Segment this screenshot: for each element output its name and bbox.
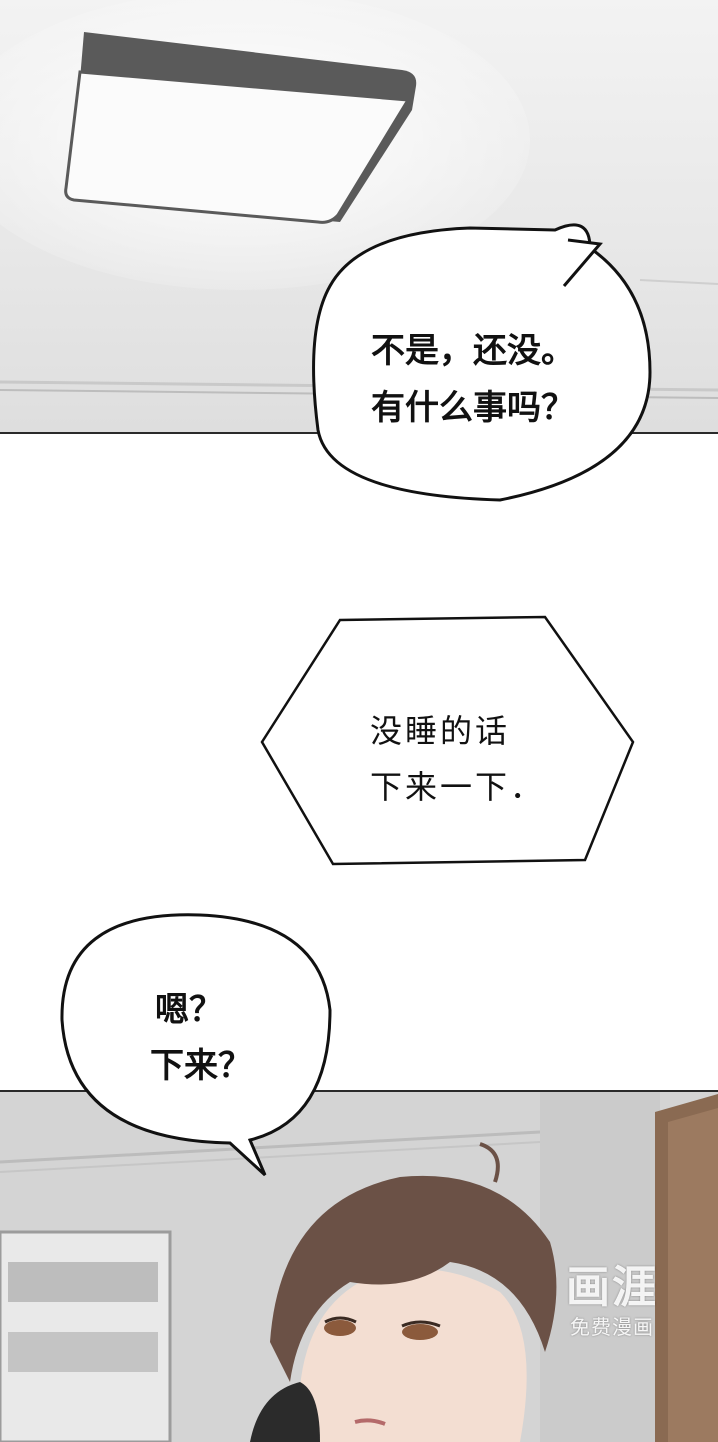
speech-bubble-top bbox=[312, 223, 652, 502]
watermark: 画涯 免费漫画 bbox=[566, 1262, 658, 1340]
narration-line2: 下来一下． bbox=[370, 768, 546, 806]
narration-box-middle bbox=[260, 615, 635, 866]
bubble-bottom-line1: 嗯？ bbox=[155, 990, 223, 1030]
bubble-top-line2: 有什么事吗？ bbox=[371, 388, 575, 428]
character-panel bbox=[0, 1090, 718, 1442]
character-illustration bbox=[0, 1092, 718, 1442]
ceiling-panel bbox=[0, 0, 718, 434]
speech-bubble-bottom bbox=[60, 913, 332, 1177]
bubble-top-line1: 不是，还没。 bbox=[371, 331, 575, 371]
narration-line1: 没睡的话 bbox=[370, 712, 511, 750]
watermark-logo: 画涯 bbox=[566, 1262, 658, 1313]
bubble-bottom-line2: 下来？ bbox=[150, 1046, 252, 1086]
watermark-subtitle: 免费漫画 bbox=[570, 1315, 654, 1339]
